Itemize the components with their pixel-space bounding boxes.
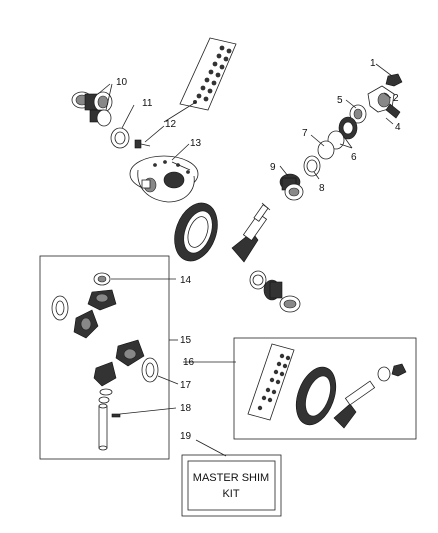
callout-13: 13 (190, 138, 202, 149)
cross-shaft-18 (98, 403, 121, 451)
callout-16: 16 (183, 357, 195, 368)
thrust-washer-17 (141, 357, 159, 383)
bolt-strip-kit (247, 343, 295, 421)
washer-small (98, 396, 110, 404)
master-shim-kit-inner (187, 460, 276, 511)
callout-19: 19 (180, 431, 192, 442)
kit-label-line1: MASTER SHIM (193, 472, 269, 484)
shim-8 (303, 155, 321, 177)
callout-12: 12 (165, 119, 177, 130)
callout-17: 17 (180, 380, 192, 391)
pinion-gear-kit (333, 363, 407, 429)
callout-8: 8 (319, 183, 325, 194)
pinion-gear-left (73, 309, 99, 339)
differential-case-13 (129, 155, 199, 203)
callout-6: 6 (351, 152, 357, 163)
ring-gear-main (174, 202, 218, 262)
shim-washer-11 (110, 127, 130, 149)
diff-gear-set-box (39, 255, 170, 460)
side-gear-upper (87, 289, 117, 311)
callout-11: 11 (142, 98, 153, 109)
ring-pinion-kit-box (233, 337, 417, 440)
thrust-washer-14 (93, 272, 111, 286)
callout-15: 15 (180, 335, 192, 346)
bolt-12 (134, 139, 151, 149)
callout-2: 2 (393, 93, 399, 104)
bearing-lower (249, 270, 301, 313)
thrust-washer-left (51, 295, 69, 321)
pinion-gear-lower (93, 361, 117, 396)
callout-1: 1 (370, 58, 376, 69)
callout-4: 4 (395, 122, 401, 133)
spacer-7 (317, 140, 335, 160)
side-gear-lower (115, 339, 145, 367)
seal-5 (349, 104, 367, 124)
pinion-gear-main (231, 202, 271, 263)
leader-lines (97, 63, 394, 457)
callout-18: 18 (180, 403, 192, 414)
pinion-yoke-2-4 (367, 85, 401, 119)
ring-gear-kit (295, 366, 337, 426)
bearing-9 (279, 173, 304, 201)
pinion-nut-1 (385, 73, 403, 87)
callout-9: 9 (270, 162, 276, 173)
bolt-strip-top (179, 37, 237, 111)
bearing-cup-10 (71, 91, 113, 127)
callout-7: 7 (302, 128, 308, 139)
callout-10: 10 (116, 77, 128, 88)
callout-14: 14 (180, 275, 192, 286)
callout-5: 5 (337, 95, 343, 106)
kit-label-line2: KIT (222, 488, 239, 500)
bearing-6 (327, 116, 358, 150)
master-shim-kit-outer (181, 454, 282, 517)
